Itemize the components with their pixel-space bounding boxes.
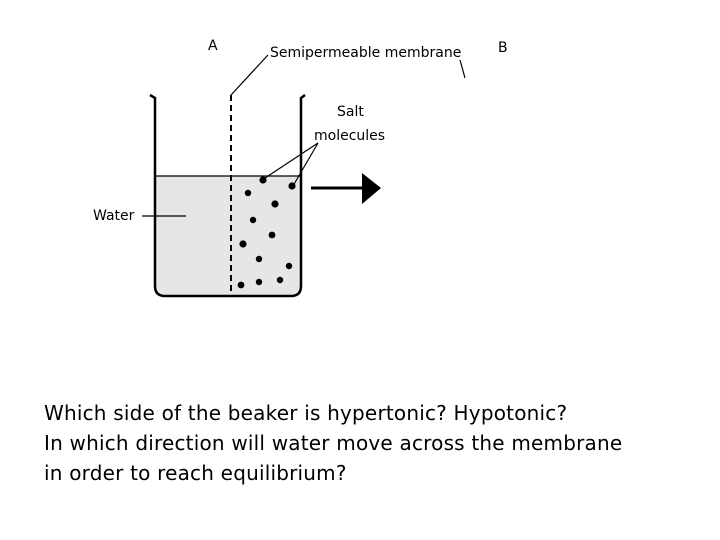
label-water: Water [93,208,135,224]
beaker-outline [149,93,306,298]
salt-leader-line-1 [261,142,319,181]
question-text: Which side of the beaker is hypertonic? … [44,398,704,488]
salt-molecules [237,176,296,289]
salt-molecule [249,216,257,224]
salt-molecule [255,278,263,286]
membrane-label-tail [459,59,466,79]
question-line-3: in order to reach equilibrium? [44,461,347,485]
salt-molecule [259,176,267,184]
label-salt: Salt [337,104,364,120]
membrane-leader-line [230,54,269,96]
salt-leader-line-2 [292,142,319,187]
arrow-head [362,173,381,204]
salt-molecule [271,200,279,208]
label-semipermeable-membrane: Semipermeable membrane [270,45,461,61]
label-molecules: molecules [314,128,385,144]
salt-molecule [255,255,263,263]
label-side-a: A [208,38,218,54]
salt-molecule [244,189,252,197]
salt-molecule [276,276,284,284]
question-line-1: Which side of the beaker is hypertonic? … [44,401,568,425]
question-line-2: In which direction will water move acros… [44,431,623,455]
salt-molecule [239,240,247,248]
salt-molecule [237,281,245,289]
osmosis-beaker-diagram: A B Semipermeable membrane Salt molecule… [93,38,508,298]
salt-molecule [285,262,293,270]
water-fill [155,176,301,296]
label-side-b: B [498,40,508,56]
salt-molecule [268,231,276,239]
salt-molecule [288,182,296,190]
